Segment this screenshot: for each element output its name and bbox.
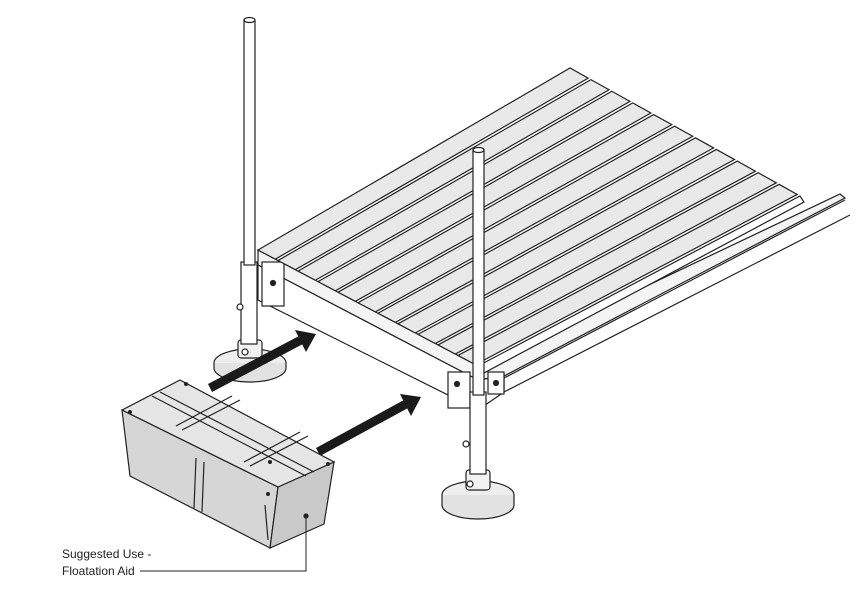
deck-board <box>336 113 674 303</box>
corner-bracket-right <box>447 371 471 409</box>
leg-post-left <box>213 16 287 383</box>
callout-leader <box>140 516 307 572</box>
deck-boards <box>256 67 805 375</box>
dock-frame <box>257 193 851 412</box>
float-drum <box>120 379 336 549</box>
deck-board <box>256 67 590 260</box>
deck-board <box>296 90 632 281</box>
deck-board <box>276 78 611 271</box>
callout-label-line2: Floatation Aid <box>62 564 135 578</box>
arrow-upper <box>208 330 316 392</box>
leg-post-right <box>441 146 515 520</box>
arrow-lower <box>316 394 421 456</box>
callout-label-line1: Suggested Use - <box>62 547 152 561</box>
deck-board <box>356 125 694 313</box>
insert-arrows <box>208 330 421 456</box>
deck-board <box>436 172 778 355</box>
deck-board <box>456 183 799 366</box>
deck-board <box>416 160 757 345</box>
deck-board <box>376 137 715 324</box>
